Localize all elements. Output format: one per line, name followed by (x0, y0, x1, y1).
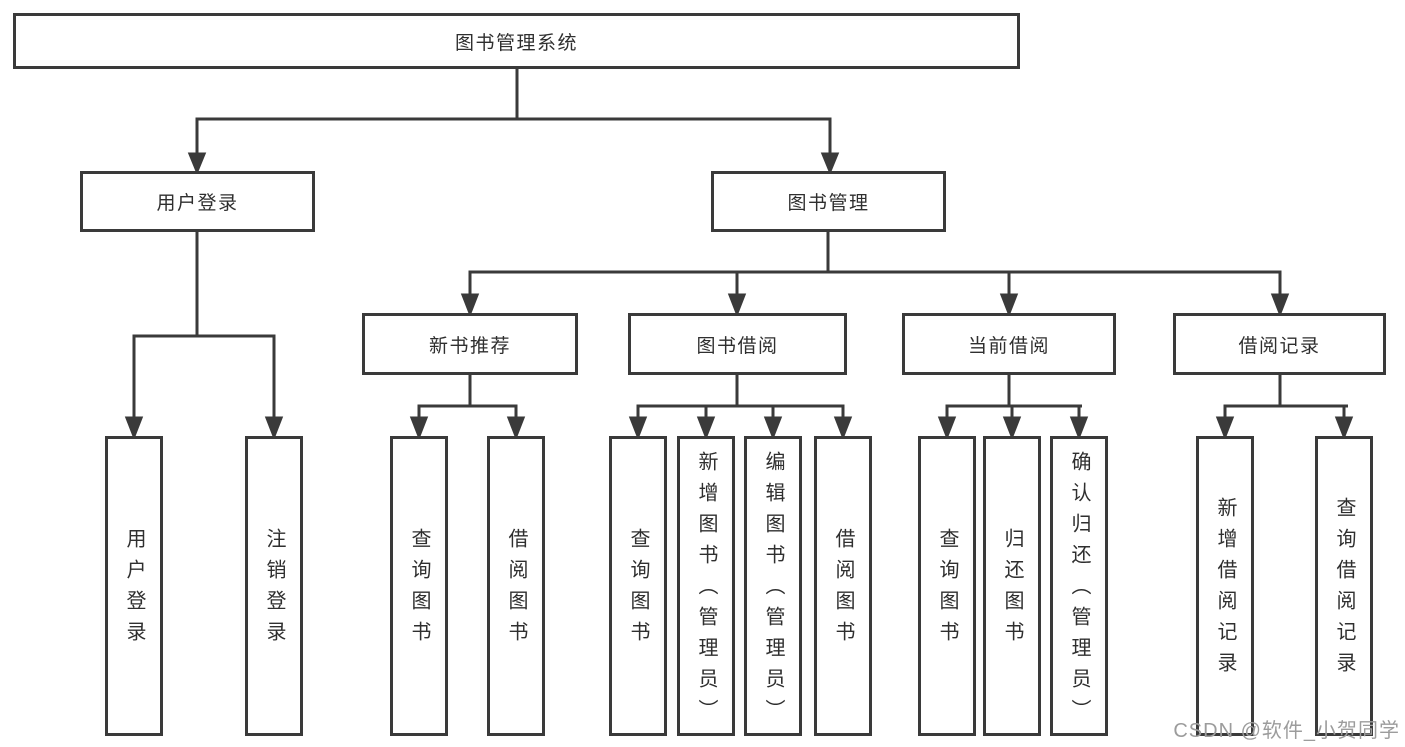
leaf-user-login: 用户登录 (105, 436, 163, 736)
leaf-add-books-admin: 新增图书（管理员） (677, 436, 735, 736)
arrowhead (833, 416, 853, 441)
leaf-confirm-return-admin: 确认归还（管理员） (1050, 436, 1108, 736)
leaf-borrow-books-borrowing: 借阅图书 (814, 436, 872, 736)
connector-book-borrowing-branch (628, 375, 853, 441)
connector-new-book-branch (409, 375, 526, 441)
arrowhead (1002, 416, 1022, 441)
node-user-login: 用户登录 (80, 171, 315, 232)
arrowhead (727, 293, 747, 318)
arrowhead (820, 152, 840, 175)
leaf-query-books-current: 查询图书 (918, 436, 976, 736)
arrowhead (187, 152, 207, 175)
leaf-return-books: 归还图书 (983, 436, 1041, 736)
node-book-borrowing: 图书借阅 (628, 313, 847, 375)
node-current-borrowing: 当前借阅 (902, 313, 1116, 375)
leaf-add-borrow-record: 新增借阅记录 (1196, 436, 1254, 736)
leaf-query-books-borrowing: 查询图书 (609, 436, 667, 736)
arrowhead (763, 416, 783, 441)
arrowhead (937, 416, 957, 441)
arrowhead (409, 416, 429, 441)
connector-user-login-branch (124, 232, 284, 441)
node-root: 图书管理系统 (13, 13, 1020, 69)
node-borrowing-records: 借阅记录 (1173, 313, 1386, 375)
arrowhead (506, 416, 526, 441)
leaf-borrow-books-recommend: 借阅图书 (487, 436, 545, 736)
node-book-management: 图书管理 (711, 171, 946, 232)
csdn-watermark: CSDN @软件_小贺同学 (1173, 720, 1400, 742)
arrowhead (1069, 416, 1089, 441)
arrowhead (124, 416, 144, 441)
arrowhead (264, 416, 284, 441)
arrowhead (1334, 416, 1354, 441)
arrowhead (460, 293, 480, 318)
node-new-book-recommend: 新书推荐 (362, 313, 578, 375)
leaf-edit-books-admin: 编辑图书（管理员） (744, 436, 802, 736)
connector-root-branch (187, 69, 840, 175)
arrowhead (696, 416, 716, 441)
arrowhead (999, 293, 1019, 318)
arrowhead (628, 416, 648, 441)
leaf-logout: 注销登录 (245, 436, 303, 736)
arrowhead (1270, 293, 1290, 318)
leaf-query-borrow-record: 查询借阅记录 (1315, 436, 1373, 736)
connector-current-borrowing-branch (937, 375, 1089, 441)
arrowhead (1215, 416, 1235, 441)
connector-book-management-branch (460, 232, 1290, 318)
connector-borrowing-records-branch (1215, 375, 1354, 441)
leaf-query-books-recommend: 查询图书 (390, 436, 448, 736)
